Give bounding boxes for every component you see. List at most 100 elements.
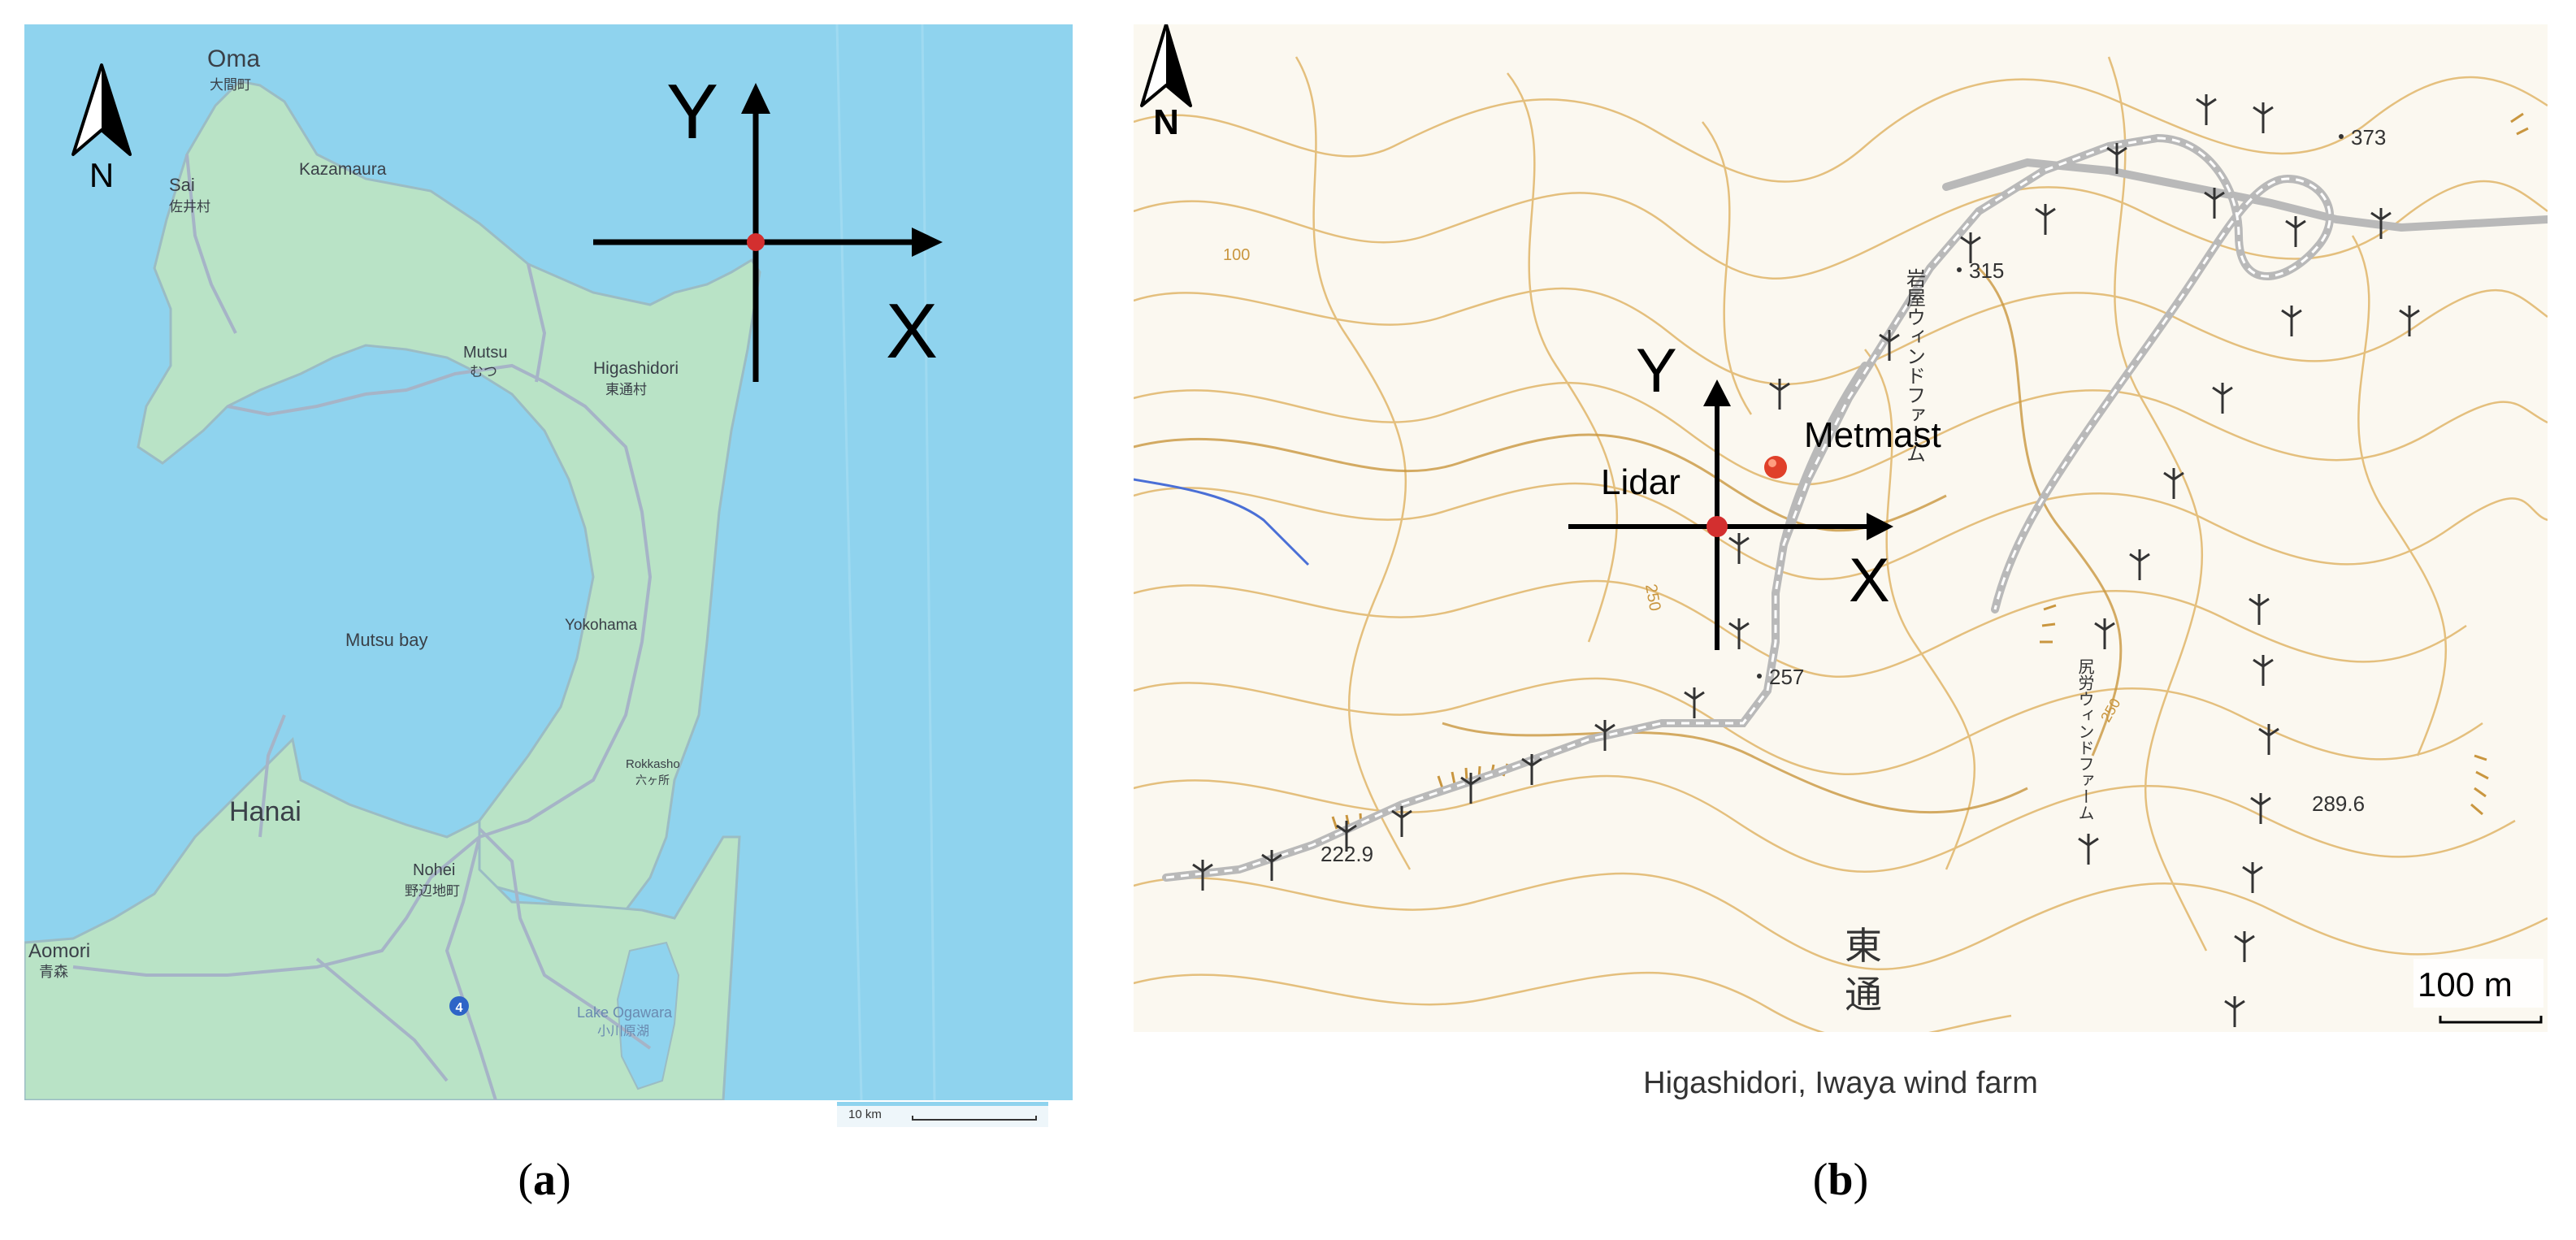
label-aomori: Aomori bbox=[28, 940, 90, 962]
wind-turbine-icon bbox=[2281, 306, 2302, 336]
wind-turbine-icon bbox=[2078, 834, 2099, 865]
elevation-222-9: 222.9 bbox=[1321, 842, 1373, 866]
wind-turbine-icon bbox=[1521, 754, 1542, 785]
wind-turbine-icon bbox=[1460, 773, 1481, 804]
caption-a-letter: a bbox=[533, 1155, 556, 1205]
wind-turbine-icon bbox=[2163, 468, 2184, 499]
contour-label-100: 100 bbox=[1223, 246, 1250, 264]
elevation-257: 257 bbox=[1769, 665, 1804, 689]
axis-x-label: X bbox=[886, 288, 938, 375]
wind-turbine-icon bbox=[2224, 996, 2245, 1027]
wind-turbine-icon bbox=[2258, 724, 2279, 755]
road-centerlines bbox=[1165, 137, 2331, 879]
wind-turbine-icon bbox=[2285, 216, 2306, 247]
town-label-2: 通 bbox=[1845, 973, 1882, 1016]
wind-turbine-icon bbox=[1769, 379, 1790, 410]
label-aomori-jp: 青森 bbox=[39, 964, 68, 980]
map-panel-b: 373 315 257 222.9 289.6 100 250 250 岩屋ウィ… bbox=[1134, 24, 2548, 1032]
wind-turbine-icon bbox=[1261, 850, 1282, 881]
sea-route-lines bbox=[835, 24, 936, 1100]
label-sai: Sai bbox=[169, 175, 195, 195]
wind-turbine-icon bbox=[2399, 306, 2420, 336]
wind-turbine-icon bbox=[2106, 143, 2127, 174]
caption-b: (b) bbox=[1812, 1155, 1869, 1205]
regional-map: 4 Oma 大間町 Sai 佐井村 Kazamaura Mutsu むつ Hig… bbox=[24, 24, 1073, 1100]
wind-turbine-icon bbox=[2249, 594, 2270, 625]
wind-turbine-icon bbox=[1336, 821, 1357, 852]
wind-turbine-icons bbox=[1192, 94, 2420, 1027]
label-mutsu-bay: Mutsu bay bbox=[345, 630, 428, 650]
label-yokohama: Yokohama bbox=[565, 617, 638, 634]
scale-label-a: 10 km bbox=[848, 1108, 882, 1121]
route-4-badge: 4 bbox=[449, 996, 469, 1016]
southern-mainland bbox=[24, 736, 741, 1100]
town-label-1: 東 bbox=[1845, 925, 1882, 967]
wind-turbine-icon bbox=[1728, 618, 1750, 649]
label-nohei-jp: 野辺地町 bbox=[405, 883, 460, 899]
wind-turbine-icon bbox=[2129, 549, 2150, 580]
metmast-label: Metmast bbox=[1804, 415, 1941, 455]
label-mutsu: Mutsu bbox=[463, 344, 507, 362]
roads bbox=[72, 154, 653, 1100]
wind-turbine-icon bbox=[2370, 208, 2392, 239]
axis-y-label-b: Y bbox=[1636, 336, 1677, 405]
caption-a: (a) bbox=[518, 1155, 571, 1205]
scale-label-b: 100 m bbox=[2418, 965, 2513, 1004]
wind-turbine-icon bbox=[2035, 204, 2056, 235]
map-text: 373 315 257 222.9 289.6 100 250 250 岩屋ウィ… bbox=[1223, 125, 2386, 1016]
axis-y-label: Y bbox=[666, 68, 718, 155]
wind-farm-label-shitsukari: 尻労ウィンドファーム bbox=[2075, 658, 2094, 821]
contour-lines bbox=[1134, 56, 2548, 1032]
wind-turbine-icon bbox=[2196, 94, 2217, 125]
wind-turbine-icon bbox=[1192, 860, 1213, 891]
scale-line-a bbox=[912, 1116, 1037, 1121]
index-contours bbox=[1134, 267, 2123, 814]
label-rokkasho-jp: 六ヶ所 bbox=[635, 774, 670, 787]
wind-turbine-icon bbox=[2234, 931, 2255, 962]
wind-turbine-icon bbox=[1960, 232, 1981, 263]
river bbox=[1134, 478, 1310, 566]
axis-x-label-b: X bbox=[1849, 546, 1890, 615]
wind-turbine-icon bbox=[1728, 533, 1750, 564]
wind-turbine-icon bbox=[2250, 793, 2271, 824]
place-labels: Oma 大間町 Sai 佐井村 Kazamaura Mutsu むつ Higas… bbox=[28, 46, 680, 1038]
label-rokkasho: Rokkasho bbox=[626, 757, 680, 771]
label-hanai: Hanai bbox=[229, 796, 301, 827]
scale-bar-a: 10 km bbox=[837, 1102, 1048, 1127]
north-label-b: N bbox=[1153, 102, 1179, 142]
wind-turbine-icon bbox=[1594, 720, 1615, 751]
label-lake-ogawara: Lake Ogawara bbox=[577, 1004, 673, 1021]
label-higashidori-jp: 東通村 bbox=[605, 382, 647, 397]
label-oma-jp: 大間町 bbox=[210, 77, 251, 93]
map-footer-caption: Higashidori, Iwaya wind farm bbox=[1643, 1066, 2038, 1100]
north-arrow-icon: N bbox=[1140, 24, 1192, 142]
map-panel-a: 4 Oma 大間町 Sai 佐井村 Kazamaura Mutsu むつ Hig… bbox=[24, 24, 1073, 1100]
label-lake-ogawara-jp: 小川原湖 bbox=[597, 1024, 649, 1038]
wind-turbine-icon bbox=[1684, 687, 1705, 718]
label-higashidori: Higashidori bbox=[593, 359, 679, 378]
svg-text:4: 4 bbox=[456, 1001, 463, 1015]
wind-turbine-icon bbox=[2253, 102, 2274, 133]
elevation-289-6: 289.6 bbox=[2312, 791, 2365, 816]
wind-turbine-icon bbox=[2242, 862, 2263, 893]
label-oma: Oma bbox=[207, 46, 260, 72]
metmast-marker-highlight bbox=[1768, 459, 1776, 467]
wind-turbine-icon bbox=[1391, 806, 1412, 837]
elevation-315: 315 bbox=[1969, 258, 2004, 283]
topographic-map: 373 315 257 222.9 289.6 100 250 250 岩屋ウィ… bbox=[1134, 24, 2548, 1032]
elevation-373: 373 bbox=[2351, 125, 2386, 150]
label-mutsu-jp: むつ bbox=[470, 364, 497, 379]
wind-turbine-icon bbox=[2204, 188, 2225, 219]
cliff-hachures bbox=[1331, 112, 2529, 830]
label-sai-jp: 佐井村 bbox=[169, 199, 210, 215]
north-arrow-icon: N bbox=[72, 63, 132, 194]
wind-turbine-icon bbox=[2212, 383, 2233, 414]
metmast-marker bbox=[1764, 456, 1787, 479]
wind-turbine-icon bbox=[2253, 655, 2274, 686]
label-kazamaura: Kazamaura bbox=[299, 160, 387, 179]
lidar-marker bbox=[1706, 516, 1728, 537]
site-marker bbox=[747, 233, 765, 251]
label-nohei: Nohei bbox=[413, 861, 455, 879]
north-label: N bbox=[89, 156, 114, 194]
lidar-label: Lidar bbox=[1601, 462, 1680, 502]
